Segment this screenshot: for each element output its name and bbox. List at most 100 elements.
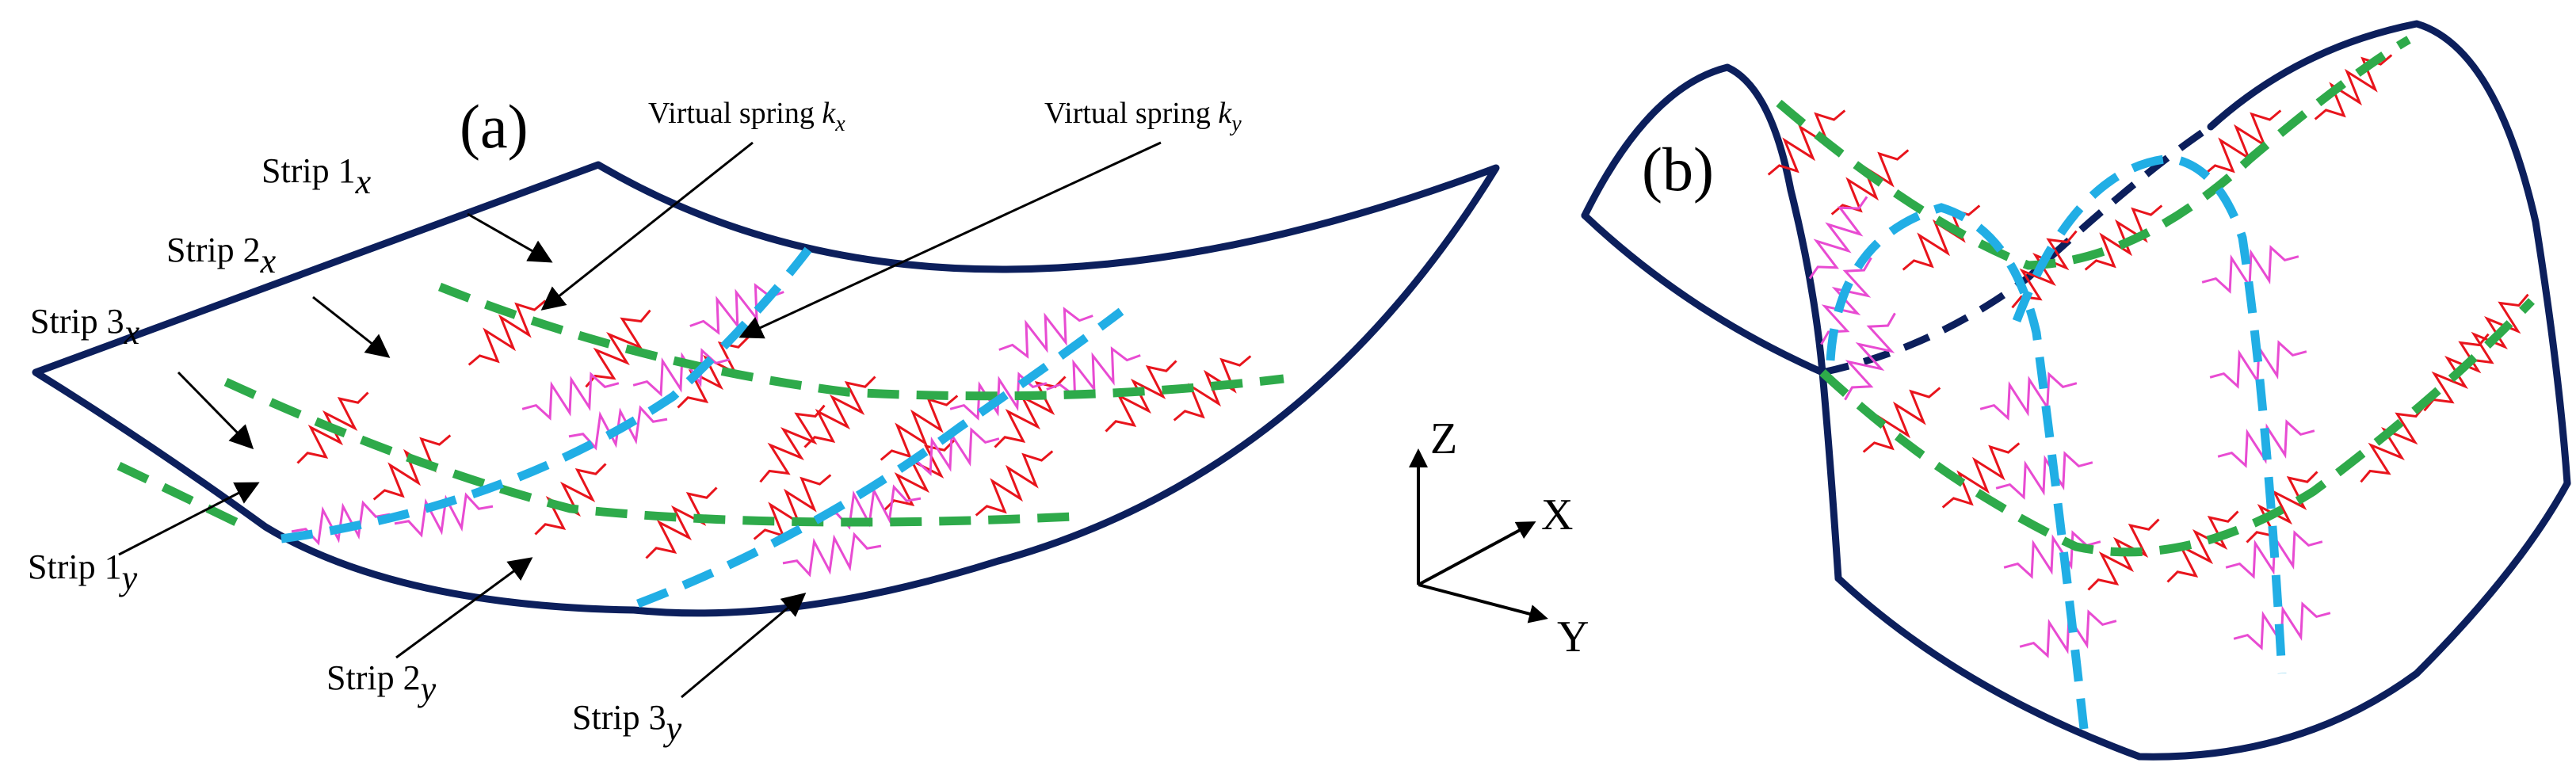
strip-2x-line	[223, 378, 1074, 527]
panel-a-surface-edge	[32, 161, 1500, 617]
spring-kx-glyph	[585, 309, 651, 388]
label-virtual-spring-ky-text: Virtual spring	[1044, 97, 1218, 130]
label-strip-2y-text: Strip 2	[326, 658, 421, 697]
spring-kx-glyph	[2203, 109, 2282, 176]
spring-kx-glyph	[1830, 149, 1910, 215]
axis-z-label: Z	[1430, 414, 1457, 463]
spring-kx-glyph	[994, 376, 1067, 448]
label-strip-3y: Strip 3y	[572, 698, 682, 748]
spring-ky-glyph	[2003, 530, 2101, 579]
axis-x-label: X	[1541, 490, 1573, 540]
strip-1x-line	[437, 282, 1284, 401]
spring-kx-glyph	[2246, 471, 2318, 543]
spring-ky-glyph	[1995, 451, 2093, 500]
leader-virtual-spring-kx	[540, 141, 754, 311]
label-virtual-spring-kx-sub: x	[834, 112, 845, 136]
label-strip-3y-sub: y	[663, 709, 682, 748]
label-strip-1x-sub: x	[355, 162, 372, 201]
spring-kx-glyph	[645, 486, 718, 559]
label-strip-2x-text: Strip 2	[166, 231, 261, 269]
panel-b-strip-y-right	[2012, 154, 2287, 674]
spring-kx-glyph	[1862, 387, 1941, 453]
leader-strip-1y	[118, 482, 260, 556]
label-virtual-spring-kx-k: k	[822, 97, 836, 130]
spring-kx-glyph	[975, 450, 1054, 517]
spring-kx-glyph	[2314, 54, 2393, 120]
coordinate-axes: Z X Y	[1409, 414, 1589, 662]
spring-kx-glyph	[2084, 204, 2163, 271]
label-strip-3x-sub: x	[124, 313, 140, 352]
spring-ky-glyph	[998, 307, 1093, 359]
panel-a: (a) Strip 1x Strip 2x Strip 3x Strip 1y …	[28, 92, 1500, 748]
spring-ky-glyph	[782, 532, 882, 578]
label-virtual-spring-kx: Virtual spring kx	[648, 97, 845, 136]
panel-b-bottom-edge	[1834, 479, 2571, 761]
label-virtual-spring-kx-text: Virtual spring	[648, 97, 822, 130]
spring-kx-glyph	[2360, 404, 2426, 483]
label-strip-3x: Strip 3x	[30, 302, 140, 352]
strip-2y-line	[636, 307, 1124, 608]
panel-b-front-left-edge	[1818, 368, 1842, 582]
spring-ky-glyph	[521, 372, 620, 421]
spring-ky-glyph	[394, 492, 494, 538]
panel-a-springs	[291, 283, 1252, 578]
leader-strip-3x	[177, 371, 254, 450]
spring-kx-glyph	[372, 434, 452, 501]
label-strip-2x-sub: x	[260, 242, 277, 280]
spring-ky-glyph	[1808, 196, 1868, 280]
label-strip-2y-sub: y	[418, 669, 437, 708]
strip-1y-line	[280, 246, 812, 543]
panel-b-left-arch	[1581, 63, 1826, 376]
panel-b-right-arch	[2207, 20, 2571, 487]
leader-strip-2x	[312, 296, 391, 358]
label-strip-3x-text: Strip 3	[30, 302, 124, 341]
spring-kx-glyph	[880, 395, 959, 461]
panel-b-strip-x-lower	[1819, 298, 2535, 557]
spring-kx-glyph	[753, 474, 832, 540]
strip-3x-line	[116, 462, 240, 527]
axis-y-label: Y	[1557, 612, 1589, 662]
panel-b-strip-y-left	[1826, 203, 2089, 730]
label-strip-1x: Strip 1x	[261, 151, 372, 201]
leader-virtual-spring-ky	[738, 141, 1162, 339]
label-strip-1y: Strip 1y	[28, 547, 138, 597]
spring-ky-glyph	[2201, 245, 2299, 294]
label-strip-1y-sub: y	[119, 559, 138, 597]
leader-strip-1x	[467, 212, 553, 263]
label-strip-2x: Strip 2x	[166, 231, 277, 280]
spring-ky-glyph	[1046, 346, 1141, 399]
axis-y-arrow	[1418, 583, 1548, 624]
label-strip-2y: Strip 2y	[326, 658, 437, 708]
spring-ky-glyph	[2209, 340, 2307, 389]
panel-b-left-edge	[1581, 212, 1826, 376]
spring-ky-glyph	[1820, 257, 1872, 345]
spring-kx-glyph	[1941, 442, 2021, 509]
panel-a-label: (a)	[460, 92, 529, 161]
panel-b-springs	[1767, 54, 2529, 658]
spring-kx-glyph	[1105, 360, 1177, 433]
label-strip-1y-text: Strip 1	[28, 547, 122, 586]
label-virtual-spring-ky: Virtual spring ky	[1044, 97, 1242, 136]
spring-kx-glyph	[883, 439, 956, 512]
spring-kx-glyph	[467, 299, 547, 366]
spring-kx-glyph	[534, 463, 607, 536]
panel-b-strip-x-upper	[1776, 36, 2411, 270]
spring-kx-glyph	[759, 404, 826, 483]
leader-strip-3y	[681, 593, 807, 699]
spring-ky-glyph	[902, 427, 1000, 476]
spring-ky-glyph	[689, 283, 784, 335]
label-strip-1x-text: Strip 1	[261, 151, 356, 190]
spring-ky-glyph	[1844, 312, 1896, 401]
label-virtual-spring-ky-sub: y	[1229, 112, 1242, 136]
spring-kx-glyph	[803, 376, 876, 448]
panel-b-label: (b)	[1642, 135, 1714, 204]
spring-ky-glyph	[1979, 372, 2078, 421]
leader-strip-2y	[395, 557, 533, 659]
spring-kx-glyph	[1767, 109, 1846, 176]
label-virtual-spring-ky-k: k	[1218, 97, 1232, 130]
axis-x-arrow	[1418, 521, 1536, 586]
spring-ky-glyph	[2019, 609, 2117, 658]
panel-b: (b)	[1581, 20, 2571, 761]
label-strip-3y-text: Strip 3	[572, 698, 666, 737]
